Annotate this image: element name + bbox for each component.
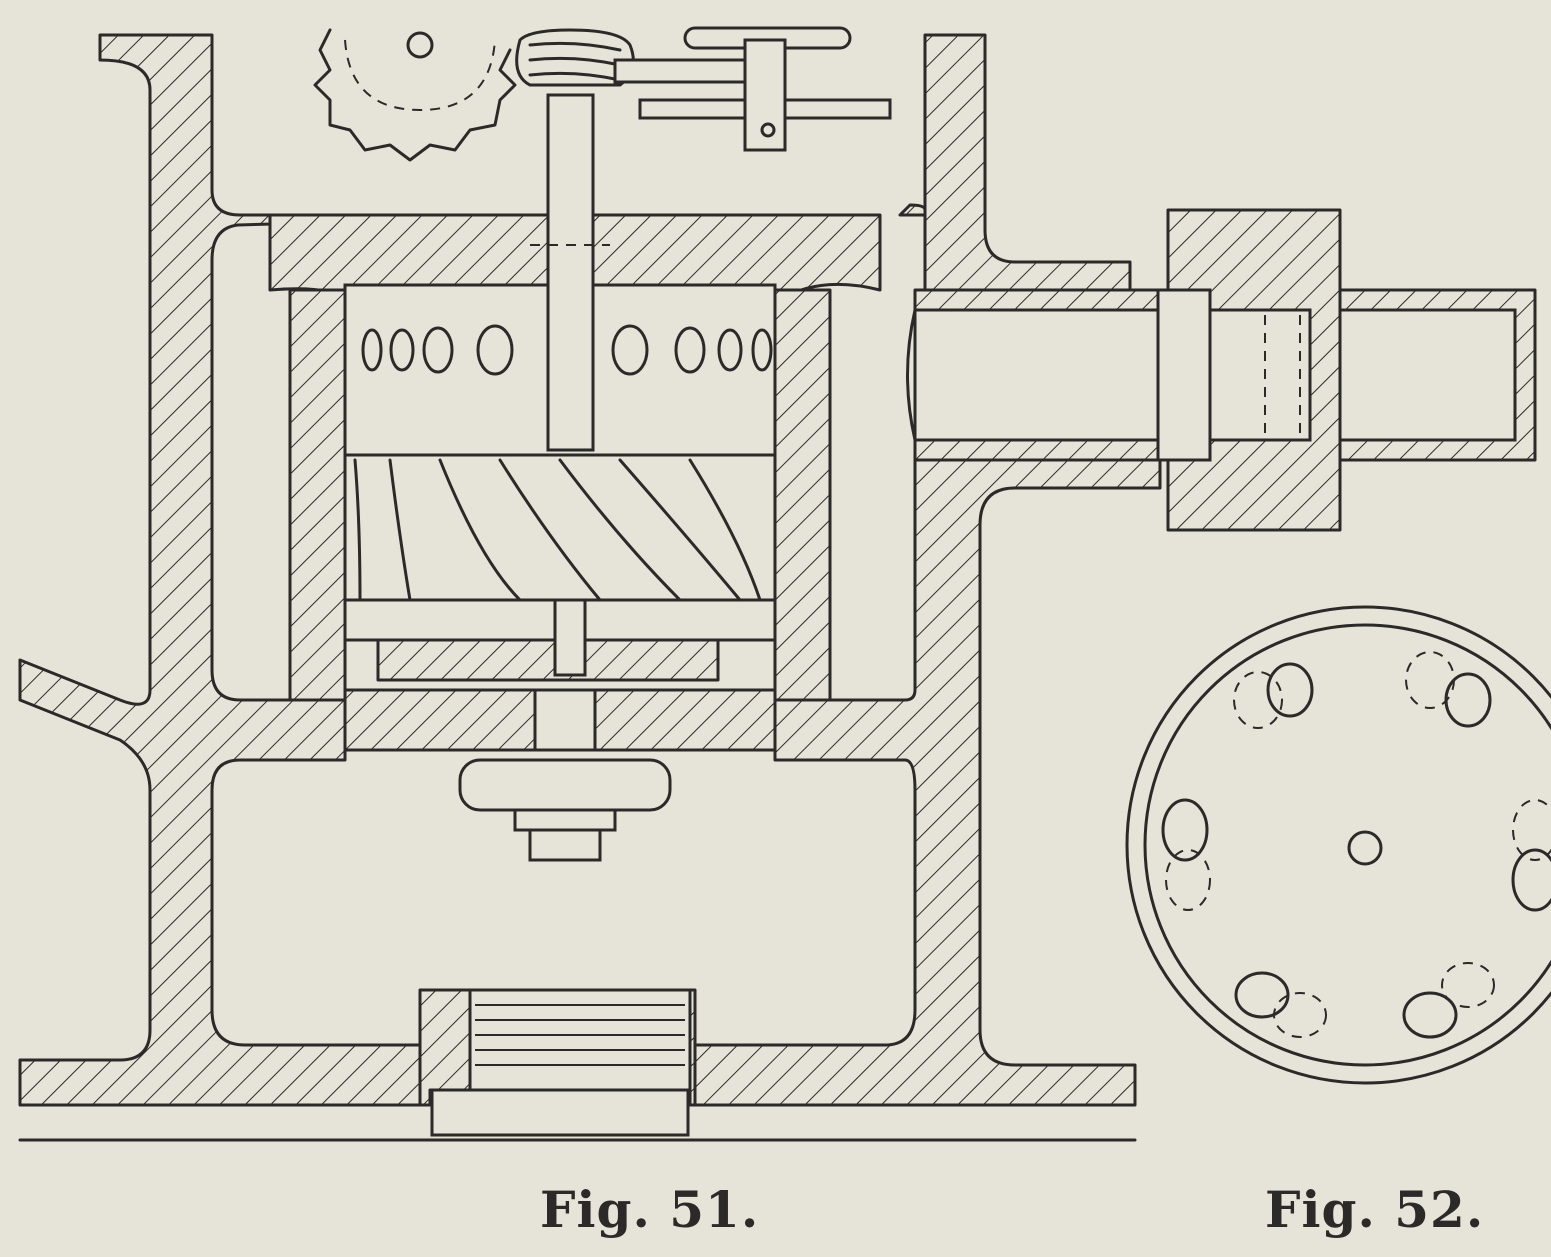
port-holes — [361, 324, 773, 376]
chamber-left-liner — [288, 288, 347, 702]
turbine-blades — [343, 453, 777, 682]
chamber-right-liner — [773, 288, 832, 702]
threaded-stem — [533, 688, 597, 752]
fig-52-port-plate — [1125, 605, 1551, 1085]
drain-boss — [418, 988, 472, 1107]
figure-52-caption: Fig. 52. — [1265, 1180, 1485, 1239]
lock-nut — [513, 808, 617, 832]
hex-nut — [458, 758, 672, 812]
stem-end — [528, 828, 602, 862]
drain-plug-cap — [430, 1088, 690, 1137]
spindle — [546, 93, 595, 452]
casing-left-wall — [18, 33, 422, 1107]
drain-plug-threads — [475, 1004, 685, 1066]
drain-plug — [468, 988, 692, 1092]
figure-51-caption: Fig. 51. — [540, 1180, 760, 1239]
fig-51-section-view — [18, 26, 1537, 1142]
gear-drive — [313, 26, 892, 162]
